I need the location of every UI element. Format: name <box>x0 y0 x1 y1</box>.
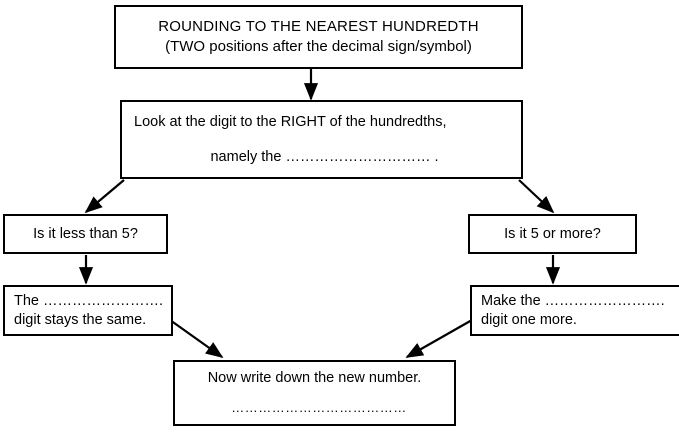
look-line-2: namely the ………………………… . <box>210 148 439 165</box>
look-line-1: Look at the digit to the RIGHT of the hu… <box>134 113 447 130</box>
write-down-spacer <box>175 388 454 398</box>
node-digit-one-more: Make the ……………………. digit one more. <box>470 285 679 336</box>
connector-look-to-more <box>518 179 555 214</box>
node-digit-stays-same: The ……………………. digit stays the same. <box>3 285 173 336</box>
one-more-line-1: Make the ……………………. <box>481 292 665 309</box>
one-more-line-2: digit one more. <box>481 311 577 328</box>
title-line-1: ROUNDING TO THE NEAREST HUNDREDTH <box>158 18 479 35</box>
node-is-it-less-than-five: Is it less than 5? <box>3 214 168 254</box>
stays-same-line-1: The ……………………. <box>14 292 164 309</box>
connector-look-to-less <box>84 179 125 214</box>
node-is-it-five-or-more: Is it 5 or more? <box>468 214 637 254</box>
connector-same-to-write <box>169 319 224 359</box>
less-than-five-label: Is it less than 5? <box>33 226 138 242</box>
stays-same-line-2: digit stays the same. <box>14 311 147 328</box>
node-title-box: ROUNDING TO THE NEAREST HUNDREDTH (TWO p… <box>114 5 523 69</box>
node-write-down-new-number: Now write down the new number. ………………………… <box>173 360 456 426</box>
five-or-more-label: Is it 5 or more? <box>504 226 601 242</box>
node-look-at-digit-box: Look at the digit to the RIGHT of the hu… <box>120 100 523 179</box>
write-down-line-2: ………………………………… <box>231 400 407 415</box>
write-down-line-1: Now write down the new number. <box>207 370 422 386</box>
connector-onemore-to-write <box>405 319 473 358</box>
look-spacer <box>122 133 521 147</box>
title-line-2: (TWO positions after the decimal sign/sy… <box>165 38 472 55</box>
